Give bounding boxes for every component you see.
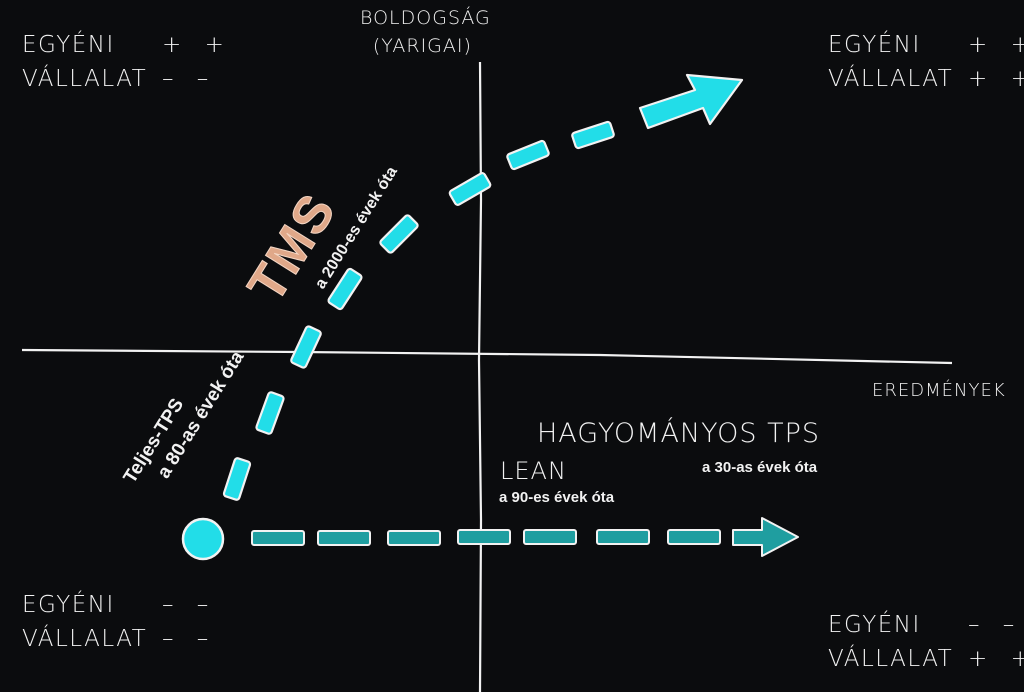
egyeni-label: EGYÉNI [828,612,921,638]
x-axis [21,348,953,365]
vallalat-sign: – – [162,626,217,652]
egyeni-sign: – – [968,612,1023,638]
y-axis-label-line1: BOLDOGSÁG [360,7,491,29]
vallalat-label: VÁLLALAT [22,626,148,652]
upper-dash [571,120,615,150]
lower-dash [523,529,577,545]
lower-dash [251,530,305,546]
upper-dash [506,139,550,171]
upper-dash [448,172,492,206]
egyeni-label: EGYÉNI [828,32,921,58]
upper-dash [255,391,285,435]
y-axis-label: BOLDOGSÁG (YARIGAI) [360,4,491,60]
quadrant-bottom-right: EGYÉNI – – VÁLLALAT + + [828,608,1024,676]
vallalat-sign: + + [968,646,1024,672]
lower-dash [317,530,371,546]
lean-name: LEAN [500,457,567,485]
vallalat-label: VÁLLALAT [828,66,954,92]
vallalat-label: VÁLLALAT [22,66,148,92]
hagyomanyos-tps-name: HAGYOMÁNYOS TPS [537,418,821,449]
x-axis-label: EREDMÉNYEK [872,380,1006,401]
upper-dash [290,325,322,369]
quadrant-top-left: EGYÉNI + + VÁLLALAT – – [22,28,232,96]
lower-dash [667,529,721,545]
y-axis-label-line2: (YARIGAI) [372,35,472,57]
lower-arrow [251,517,799,557]
egyeni-sign: – – [162,592,217,618]
quadrant-top-right: EGYÉNI + + VÁLLALAT + + [828,28,1024,96]
lower-arrow-head [732,517,799,557]
egyeni-sign: + + [162,32,232,58]
egyeni-label: EGYÉNI [22,592,115,618]
vallalat-sign: + + [968,66,1024,92]
lower-dash [596,529,650,545]
upper-arrow-head [638,73,744,130]
egyeni-sign: + + [968,32,1024,58]
hagyomanyos-tps-since: a 30-as évek óta [702,459,818,476]
upper-dash [222,457,252,501]
lower-dash [457,529,511,545]
lean-since: a 90-es évek óta [499,489,615,506]
quadrant-bottom-left: EGYÉNI – – VÁLLALAT – – [22,588,216,656]
egyeni-label: EGYÉNI [22,32,115,58]
upper-dash [327,267,363,311]
y-axis [477,61,483,692]
upper-arrow [222,73,744,501]
vallalat-sign: – – [162,66,217,92]
upper-dash [379,214,419,254]
vallalat-label: VÁLLALAT [828,646,954,672]
origin-dot [181,517,225,561]
lower-dash [387,530,441,546]
